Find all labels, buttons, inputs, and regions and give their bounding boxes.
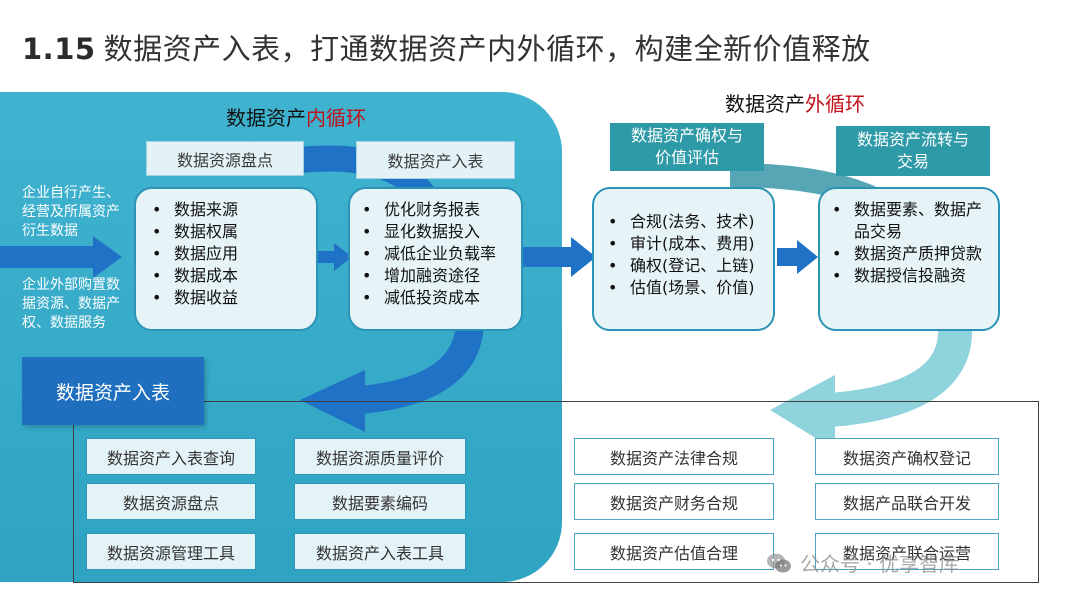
- inner-curve-bottom: [358, 319, 484, 414]
- watermark-text: 公众号 · 优享智库: [800, 552, 960, 576]
- list-item: •增加融资途径: [362, 266, 481, 285]
- list-item: •估值(场景、价值): [608, 278, 755, 297]
- inner-heading-highlight: 内循环: [306, 106, 366, 130]
- outer-curve-arrowhead: [770, 375, 835, 450]
- tag-data-asset-entry: 数据资产入表: [356, 141, 515, 179]
- grid-cell: 数据资源管理工具: [86, 533, 256, 570]
- tools-frame: [73, 401, 1039, 583]
- grid-cell: 数据要素编码: [294, 483, 466, 520]
- inner-outer-shaft: [523, 247, 573, 267]
- grid-cell: 数据资源质量评价: [294, 438, 466, 475]
- list-item: •合规(法务、技术): [608, 212, 755, 231]
- title-text: 数据资产入表，打通数据资产内外循环，构建全新价值释放: [103, 32, 871, 66]
- watermark: 公众号 · 优享智库: [766, 548, 959, 577]
- grid-cell: 数据资产法律合规: [574, 438, 774, 475]
- tag-rights-valuation-line1: 数据资产确权与: [630, 126, 743, 145]
- entry-tab: 数据资产入表: [22, 357, 204, 425]
- wechat-icon: [767, 553, 791, 572]
- list-item: •数据应用: [152, 244, 239, 263]
- grid-cell: 数据资产财务合规: [574, 483, 774, 520]
- list-item: •数据权属: [152, 222, 239, 241]
- input-arrow-shaft: [0, 246, 95, 268]
- outer-link-head: [797, 240, 818, 274]
- outer-link-shaft: [777, 248, 799, 266]
- grid-cell: 数据资产确权登记: [815, 438, 999, 475]
- inner-cycle-heading: 数据资产内循环: [226, 102, 366, 131]
- source-internal-text: 企业自行产生、经营及所属资产衍生数据: [22, 185, 120, 239]
- tag-circulation-trade-line2: 交易: [896, 152, 929, 171]
- grid-cell: 数据产品联合开发: [815, 483, 999, 520]
- outer-curve-right: [828, 323, 973, 427]
- list-item: •确权(登记、上链): [608, 256, 755, 275]
- grid-cell: 数据资产估值合理: [574, 533, 774, 570]
- tag-data-resource-inventory: 数据资源盘点: [146, 141, 304, 176]
- list-item: •减低企业负载率: [362, 244, 497, 263]
- grid-cell: 数据资产入表查询: [86, 438, 256, 475]
- inner-box-right: •优化财务报表 •显化数据投入 •减低企业负载率 •增加融资途径 •减低投资成本: [348, 187, 523, 331]
- source-external-text: 企业外部购置数据资源、数据产权、数据服务: [22, 277, 120, 331]
- list-item: •审计(成本、费用): [608, 234, 755, 253]
- outer-box-left: •合规(法务、技术) •审计(成本、费用) •确权(登记、上链) •估值(场景、…: [592, 187, 775, 331]
- inner-link-shaft: [318, 251, 336, 263]
- list-item: •数据授信投融资: [832, 266, 967, 285]
- list-item: •数据收益: [152, 288, 239, 307]
- inner-box-left: •数据来源 •数据权属 •数据应用 •数据成本 •数据收益: [134, 187, 318, 331]
- title-number: 1.15: [22, 32, 96, 66]
- tag-rights-valuation: 数据资产确权与 价值评估: [610, 123, 764, 171]
- tag-circulation-trade-line1: 数据资产流转与: [856, 130, 969, 149]
- tag-circulation-trade: 数据资产流转与 交易: [836, 126, 990, 176]
- list-item: •数据资产质押贷款: [832, 244, 983, 263]
- inner-outer-head: [571, 237, 596, 277]
- tag-rights-valuation-line2: 价值评估: [654, 148, 719, 167]
- outer-heading-prefix: 数据资产: [725, 92, 805, 116]
- list-item: •显化数据投入: [362, 222, 481, 241]
- grid-cell: 数据资源盘点: [86, 483, 256, 520]
- list-item: •数据要素、数据产品交易: [832, 200, 983, 241]
- list-item: •数据成本: [152, 266, 239, 285]
- list-item: •优化财务报表: [362, 200, 481, 219]
- grid-cell: 数据资产联合运营: [815, 533, 999, 570]
- outer-heading-highlight: 外循环: [805, 92, 865, 116]
- inner-heading-prefix: 数据资产: [226, 106, 306, 130]
- outer-cycle-heading: 数据资产外循环: [725, 88, 865, 117]
- input-arrow-head: [93, 236, 122, 278]
- grid-cell: 数据资产入表工具: [294, 533, 466, 570]
- inner-link-head: [334, 243, 352, 271]
- list-item: •减低投资成本: [362, 288, 481, 307]
- outer-box-right: •数据要素、数据产品交易 •数据资产质押贷款 •数据授信投融资: [818, 187, 1000, 331]
- list-item: •数据来源: [152, 200, 239, 219]
